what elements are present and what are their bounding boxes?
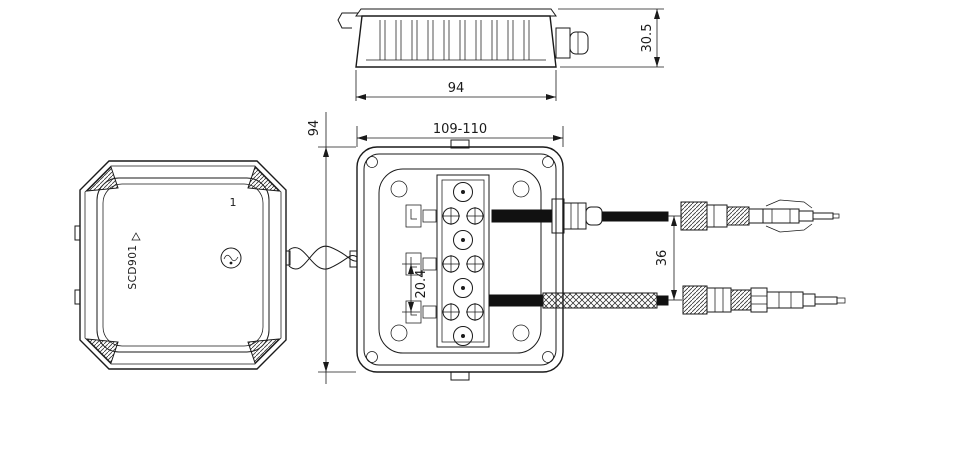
lid-side-tab xyxy=(74,289,81,305)
corner-gussets xyxy=(85,166,281,364)
mc4-connector-upper xyxy=(680,199,840,233)
cooling-ribs xyxy=(379,20,530,60)
lower-cable xyxy=(488,292,669,309)
dimension-front-height: 94 xyxy=(307,112,356,384)
dimension-label-terminal-pitch: 20.4 xyxy=(414,270,429,299)
dimension-label-front-height: 94 xyxy=(307,120,322,137)
upper-cable xyxy=(491,198,669,234)
terminal-strip xyxy=(436,174,490,348)
lid-model-text: SCD901 xyxy=(127,244,139,289)
hex-nut xyxy=(750,287,768,313)
mount-clip xyxy=(337,12,358,29)
lid-part-number: 1 xyxy=(230,196,237,209)
cable-gland-front-view xyxy=(551,198,603,234)
dimension-label-top-width: 94 xyxy=(448,81,465,96)
dimension-terminal-pitch: 20.4 xyxy=(402,263,429,313)
dimension-label-top-height: 30.5 xyxy=(640,24,655,53)
certification-logo-icon xyxy=(220,247,242,269)
dimension-label-connector-spacing: 36 xyxy=(655,250,670,267)
latch-arm xyxy=(765,199,813,209)
strap-anchor-box xyxy=(349,250,358,268)
lid-view: SCD901 1 xyxy=(74,160,291,370)
strap-anchor xyxy=(285,250,291,266)
screw-terminals xyxy=(442,207,484,321)
mount-tab-top xyxy=(450,139,470,149)
lid-side-tab xyxy=(74,225,81,241)
cable-gland-top-view xyxy=(555,27,589,59)
mc4-connector-lower xyxy=(682,285,846,315)
warning-icon xyxy=(131,232,141,241)
dimension-label-front-width: 109-110 xyxy=(433,122,487,137)
front-open-view xyxy=(349,139,564,381)
dimension-front-width: 109-110 xyxy=(356,122,564,147)
dimension-top-width: 94 xyxy=(355,70,557,101)
lid-strap xyxy=(288,245,358,270)
mount-tab-bottom xyxy=(450,371,470,381)
dimension-connector-spacing: 36 xyxy=(655,215,682,301)
latch-arm xyxy=(765,223,813,233)
braided-sleeve xyxy=(542,292,658,309)
top-side-view xyxy=(337,8,589,68)
dimension-top-height: 30.5 xyxy=(558,8,664,68)
